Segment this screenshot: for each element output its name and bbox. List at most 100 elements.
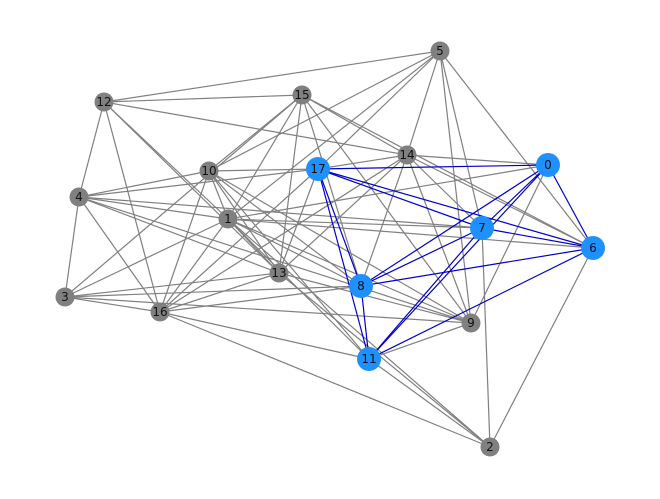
node-3: 3	[55, 287, 75, 307]
edge-14-9	[406, 154, 472, 324]
node-label-4: 4	[75, 190, 83, 204]
edge-13-2	[278, 272, 491, 448]
edge-3-16	[64, 296, 161, 313]
edge-6-5	[439, 50, 594, 249]
edge-14-13	[278, 154, 408, 274]
edge-8-3	[64, 285, 362, 298]
node-circle-2	[480, 437, 500, 457]
node-label-6: 6	[589, 241, 597, 255]
edge-6-15	[301, 94, 594, 249]
edge-17-14	[317, 154, 408, 170]
edge-15-14	[301, 94, 408, 156]
edge-17-16	[159, 168, 319, 313]
edge-7-11	[368, 227, 483, 360]
graph-edges	[64, 50, 594, 448]
edge-11-2	[368, 358, 491, 448]
node-label-15: 15	[294, 88, 309, 102]
node-7: 7	[470, 216, 494, 240]
node-label-2: 2	[486, 440, 494, 454]
node-circle-7	[470, 216, 494, 240]
edge-4-16	[78, 196, 161, 313]
edge-5-10	[208, 50, 441, 172]
edge-0-8	[360, 164, 549, 287]
node-circle-9	[461, 313, 481, 333]
edge-17-10	[208, 168, 319, 172]
edge-4-13	[78, 196, 280, 274]
edge-0-17	[317, 164, 549, 170]
edge-12-13	[103, 101, 280, 274]
edge-4-3	[64, 196, 80, 298]
node-9: 9	[461, 313, 481, 333]
node-circle-8	[349, 274, 373, 298]
node-circle-0	[536, 153, 560, 177]
edge-11-17	[317, 168, 370, 360]
edge-6-14	[406, 154, 594, 249]
edge-10-13	[208, 170, 280, 274]
node-13: 13	[269, 263, 289, 283]
node-2: 2	[480, 437, 500, 457]
edge-3-9	[64, 296, 472, 324]
edge-0-11	[368, 164, 549, 360]
edge-15-3	[64, 94, 303, 298]
edge-5-1	[227, 50, 441, 220]
edge-12-4	[78, 101, 105, 198]
edge-6-8	[360, 247, 594, 287]
node-label-8: 8	[357, 279, 365, 293]
edge-17-13	[278, 168, 319, 274]
edge-7-5	[439, 50, 483, 229]
edge-12-16	[103, 101, 161, 313]
edge-4-1	[78, 196, 229, 220]
edge-7-17	[317, 168, 483, 229]
node-label-7: 7	[478, 221, 486, 235]
edge-7-1	[227, 218, 483, 229]
node-4: 4	[69, 187, 89, 207]
node-15: 15	[292, 85, 312, 105]
edge-0-7	[481, 164, 549, 229]
edge-16-2	[159, 311, 491, 448]
edge-0-6	[547, 164, 594, 249]
node-circle-15	[292, 85, 312, 105]
edge-15-13	[278, 94, 303, 274]
edge-7-2	[481, 227, 491, 448]
edge-7-8	[360, 227, 483, 287]
edge-11-16	[159, 311, 370, 360]
edge-11-9	[368, 322, 472, 360]
node-10: 10	[199, 161, 219, 181]
edge-1-16	[159, 218, 229, 313]
node-14: 14	[397, 145, 417, 165]
node-label-14: 14	[399, 148, 414, 162]
node-circle-12	[94, 92, 114, 112]
node-12: 12	[94, 92, 114, 112]
edge-1-13	[227, 218, 280, 274]
edge-0-1	[227, 164, 549, 220]
node-8: 8	[349, 274, 373, 298]
node-circle-1	[218, 209, 238, 229]
node-0: 0	[536, 153, 560, 177]
node-circle-5	[430, 41, 450, 61]
node-circle-6	[581, 236, 605, 260]
node-label-13: 13	[271, 266, 286, 280]
node-circle-4	[69, 187, 89, 207]
node-circle-17	[306, 157, 330, 181]
node-label-16: 16	[152, 305, 167, 319]
node-5: 5	[430, 41, 450, 61]
node-circle-10	[199, 161, 219, 181]
edge-13-9	[278, 272, 472, 324]
node-label-1: 1	[224, 212, 232, 226]
edge-5-12	[103, 50, 441, 103]
node-circle-13	[269, 263, 289, 283]
edge-15-1	[227, 94, 303, 220]
edge-6-7	[481, 227, 594, 249]
edge-8-11	[360, 285, 370, 360]
edge-15-9	[301, 94, 472, 324]
edge-8-17	[317, 168, 362, 287]
node-circle-3	[55, 287, 75, 307]
node-17: 17	[306, 157, 330, 181]
edge-6-2	[489, 247, 594, 448]
edge-8-16	[159, 285, 362, 313]
node-label-3: 3	[61, 290, 69, 304]
node-11: 11	[357, 347, 381, 371]
edge-0-9	[470, 164, 549, 324]
edge-0-14	[406, 154, 549, 166]
node-label-11: 11	[361, 352, 376, 366]
